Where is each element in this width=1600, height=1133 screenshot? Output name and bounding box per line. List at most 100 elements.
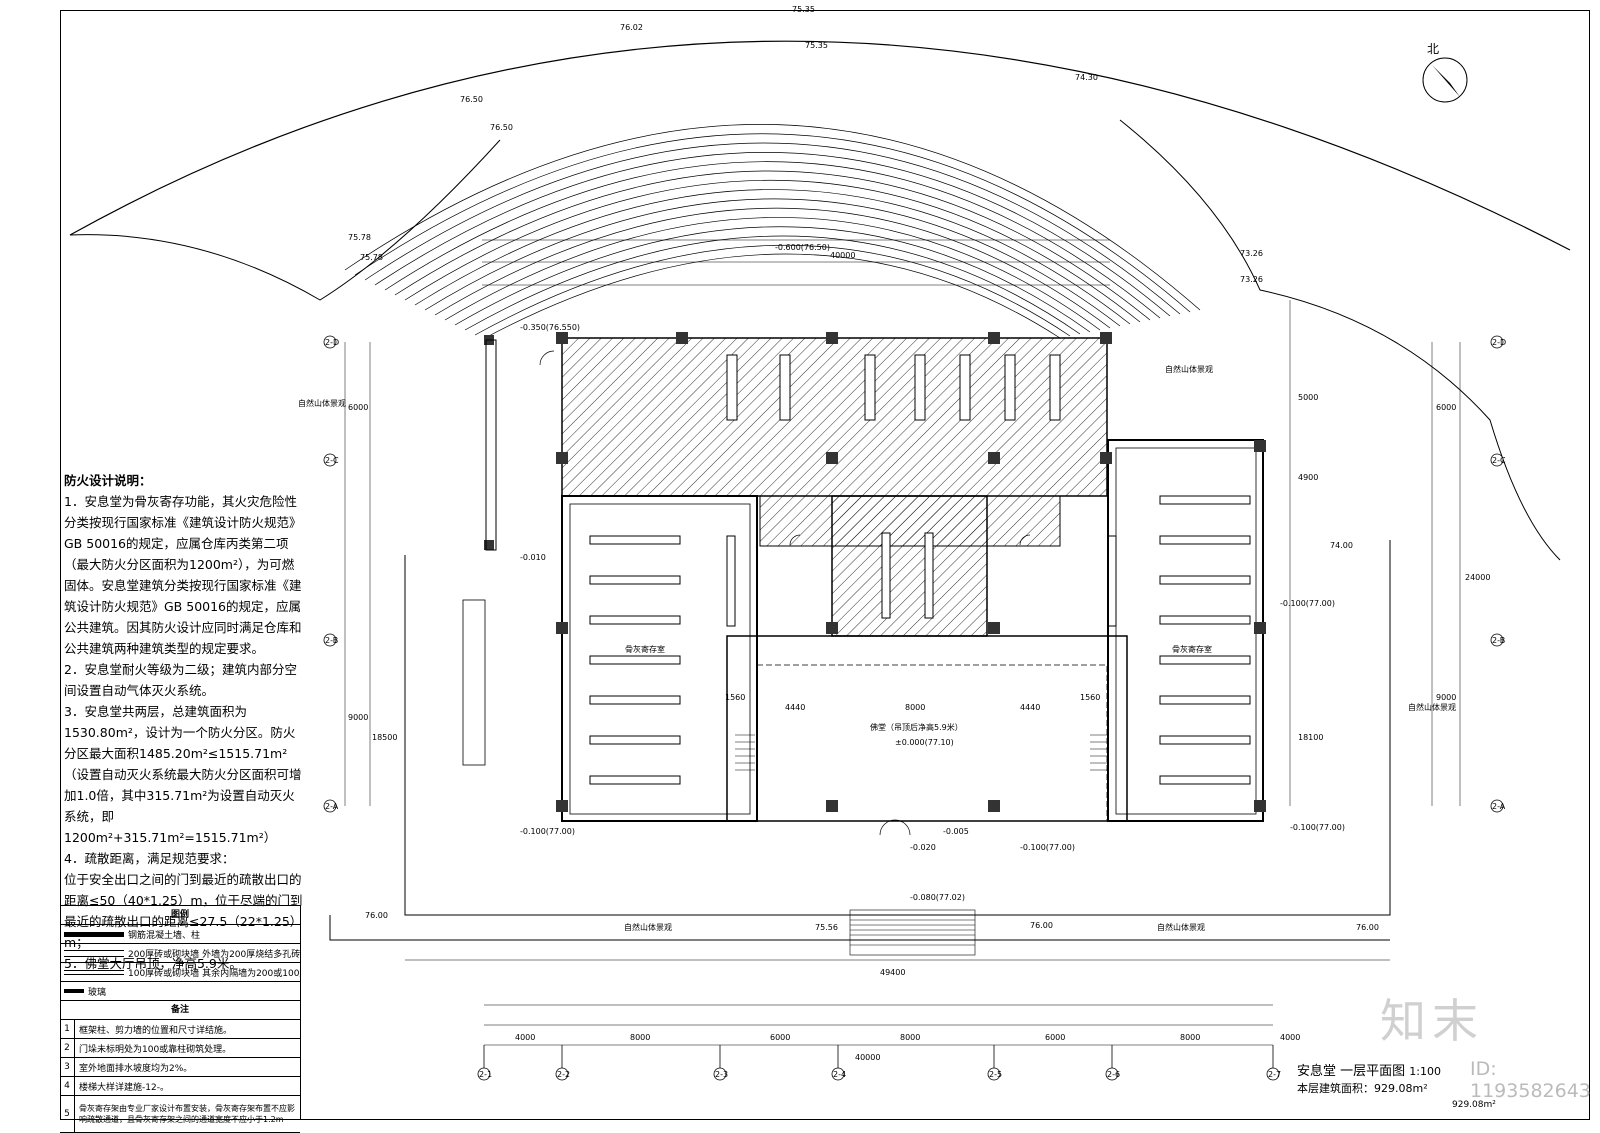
left-store-wall <box>561 495 758 822</box>
elev-right-top: 74.30 <box>1075 73 1098 82</box>
landscape-label-bottom-r: 自然山体景观 <box>1157 922 1205 932</box>
grid-top <box>482 239 1110 286</box>
dim-hall-1: 4440 <box>785 703 805 712</box>
axis-label-6: 2-6 <box>1107 1070 1120 1079</box>
dim-top-total: 40000 <box>830 251 855 260</box>
legend-table: 图例 钢筋混凝土墙、柱 200厚砖或砌块墙 外墙为200厚烧结多孔砖， 100厚… <box>60 905 301 1133</box>
elev-left: 75.78 <box>348 233 371 242</box>
elev-bottom-r: 76.00 <box>1356 923 1379 932</box>
fire-note-4: 4．疏散距离，满足规范要求： <box>64 851 235 866</box>
elev-left-top: 76.02 <box>620 23 643 32</box>
remarks-head: 备注 <box>60 1001 300 1020</box>
fire-note-3: 3．安息堂共两层，总建筑面积为1530.80m²，设计为一个防火分区。防火分区最… <box>64 704 302 845</box>
elev-left-mid: 76.50 <box>460 95 483 104</box>
hall-outline <box>726 635 1128 822</box>
upper-hall-hatched <box>561 337 1108 497</box>
legend-row-200: 200厚砖或砌块墙 外墙为200厚烧结多孔砖， <box>60 944 300 963</box>
fire-note-1: 1．安息堂为骨灰寄存功能，其火灾危险性分类按现行国家标准《建筑设计防火规范》GB… <box>64 494 302 656</box>
doors <box>539 350 1031 836</box>
axis-label-5: 2-5 <box>989 1070 1002 1079</box>
left-annex <box>485 339 497 551</box>
image-id: ID: 1193582643 <box>1470 1058 1591 1102</box>
dim-seg-3: 6000 <box>770 1033 790 1042</box>
dim-left-3: 18500 <box>372 733 397 742</box>
upper-shelves <box>726 354 1061 619</box>
axis-side-C: 2-C <box>325 456 339 465</box>
level-left: -0.010 <box>520 553 546 562</box>
left-shelves <box>589 535 736 785</box>
dim-right-3: 6000 <box>1436 403 1456 412</box>
dim-total-bottom: 40000 <box>855 1053 880 1062</box>
right-store-inner <box>1115 447 1257 815</box>
dim-right-1: 5000 <box>1298 393 1318 402</box>
fire-design-notes: 防火设计说明： 1．安息堂为骨灰寄存功能，其火灾危险性分类按现行国家标准《建筑设… <box>64 470 304 974</box>
elev-left2: 75.78 <box>360 253 383 262</box>
dim-seg-6: 8000 <box>1180 1033 1200 1042</box>
legend-row-glass: 玻璃 <box>60 982 300 1001</box>
landscape-label-bottom-l: 自然山体景观 <box>624 922 672 932</box>
elev-east: 74.00 <box>1330 541 1353 550</box>
arc-curve-right <box>1119 119 1561 561</box>
terrace-rings <box>344 124 1201 339</box>
level-porch: -0.080(77.02) <box>910 893 965 902</box>
level-door2: -0.005 <box>943 827 969 836</box>
site-boundary-arc <box>69 40 1571 251</box>
right-shelves <box>1107 495 1251 785</box>
legend-head: 图例 <box>60 906 300 925</box>
arc-curve-left <box>69 139 501 301</box>
legend-label: 钢筋混凝土墙、柱 <box>128 930 201 941</box>
fire-note-5: 5．佛堂大厅吊顶，净高5.9米。 <box>64 956 242 971</box>
stairs-right <box>1090 734 1108 771</box>
dim-hall-3: 4440 <box>1020 703 1040 712</box>
north-label: 北 <box>1427 42 1440 56</box>
elev-top: 75.35 <box>792 5 815 14</box>
axis-side-A: 2-A <box>325 802 339 811</box>
level-upper-left: -0.350(76.550) <box>520 323 580 332</box>
dim-overall: 49400 <box>880 968 905 977</box>
concrete-wall-symbol <box>64 931 124 937</box>
dim-left-2: 9000 <box>348 713 368 722</box>
drawing-frame <box>60 10 1590 1120</box>
fire-note-4b: 位于安全出口之间的门到最近的疏散出口的距离≤50（40*1.25）m，位于尽端的… <box>64 872 303 950</box>
dim-right-6: 24000 <box>1465 573 1490 582</box>
wall-200-symbol <box>64 949 124 957</box>
elev-right: 73.26 <box>1240 249 1263 258</box>
landscape-label-east: 自然山体景观 <box>1408 702 1456 712</box>
dim-seg-7: 4000 <box>1280 1033 1300 1042</box>
dim-hall-side-1: 1560 <box>725 693 745 702</box>
dim-right-2: 4900 <box>1298 473 1318 482</box>
store-right-label: 骨灰寄存室 <box>1172 644 1212 654</box>
store-left-label: 骨灰寄存室 <box>625 644 665 654</box>
axis-side-D: 2-D <box>325 338 339 347</box>
left-ramp <box>462 599 486 766</box>
dim-seg-1: 4000 <box>515 1033 535 1042</box>
hall-level: ±0.000(77.10) <box>895 738 954 747</box>
dim-seg-5: 6000 <box>1045 1033 1065 1042</box>
floor-area: 本层建筑面积：929.08m² <box>1297 1082 1428 1095</box>
site-outline <box>329 540 1391 941</box>
axis-label-7: 2-7 <box>1268 1070 1281 1079</box>
level-door: -0.020 <box>910 843 936 852</box>
hall-label: 佛堂（吊顶后净高5.9米） <box>870 722 963 732</box>
axis-label-4: 2-4 <box>833 1070 846 1079</box>
axis-side-B: 2-B <box>325 636 338 645</box>
front-steps <box>849 909 976 956</box>
glass-symbol <box>64 989 84 993</box>
elev-bottom-l: 76.00 <box>365 911 388 920</box>
elev-bottom-m: 76.00 <box>1030 921 1053 930</box>
legend-label: 玻璃 <box>88 987 107 998</box>
side-dims <box>344 300 1461 806</box>
axis-bubbles-bottom <box>477 1045 1280 1081</box>
dim-seg-2: 8000 <box>630 1033 650 1042</box>
elev-right2: 73.26 <box>1240 275 1263 284</box>
axis-label-1: 2-1 <box>479 1070 492 1079</box>
wall-100-symbol <box>64 969 124 975</box>
legend-label: 200厚砖或砌块墙 外墙为200厚烧结多孔砖， <box>128 949 300 960</box>
legend-label: 100厚砖或砌块墙 其余内隔墙为200或100厚加气混凝土砌块。 <box>128 968 300 979</box>
level-top: -0.600(76.50) <box>775 243 830 252</box>
